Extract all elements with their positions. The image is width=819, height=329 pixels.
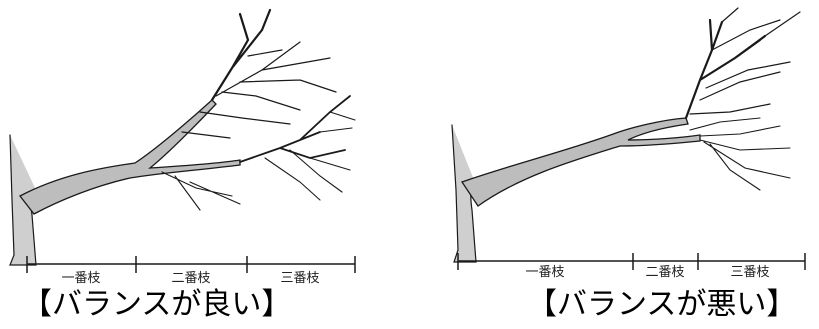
main-branch (462, 118, 700, 206)
segment-label-3: 三番枝 (280, 271, 319, 286)
good-balance-caption: 【バランスが良い】 (22, 287, 291, 323)
good-balance-diagram: 一番枝 二番枝 三番枝 (10, 10, 355, 286)
lower-twigs (690, 118, 790, 190)
bad-balance-diagram: 一番枝 二番枝 三番枝 (452, 8, 805, 280)
tree-drawing (452, 8, 800, 262)
upper-twigs (182, 42, 336, 138)
segment-label-3: 三番枝 (730, 265, 769, 280)
main-branch (20, 100, 240, 214)
bad-balance-caption: 【バランスが悪い】 (527, 287, 796, 323)
segment-label-2: 二番枝 (645, 265, 684, 280)
segment-label-1: 一番枝 (525, 265, 564, 280)
upper-leader (212, 10, 270, 100)
tree-drawing (10, 10, 355, 265)
segment-label-1: 一番枝 (61, 271, 100, 286)
segment-label-2: 二番枝 (171, 271, 210, 286)
lower-branch (240, 96, 350, 162)
